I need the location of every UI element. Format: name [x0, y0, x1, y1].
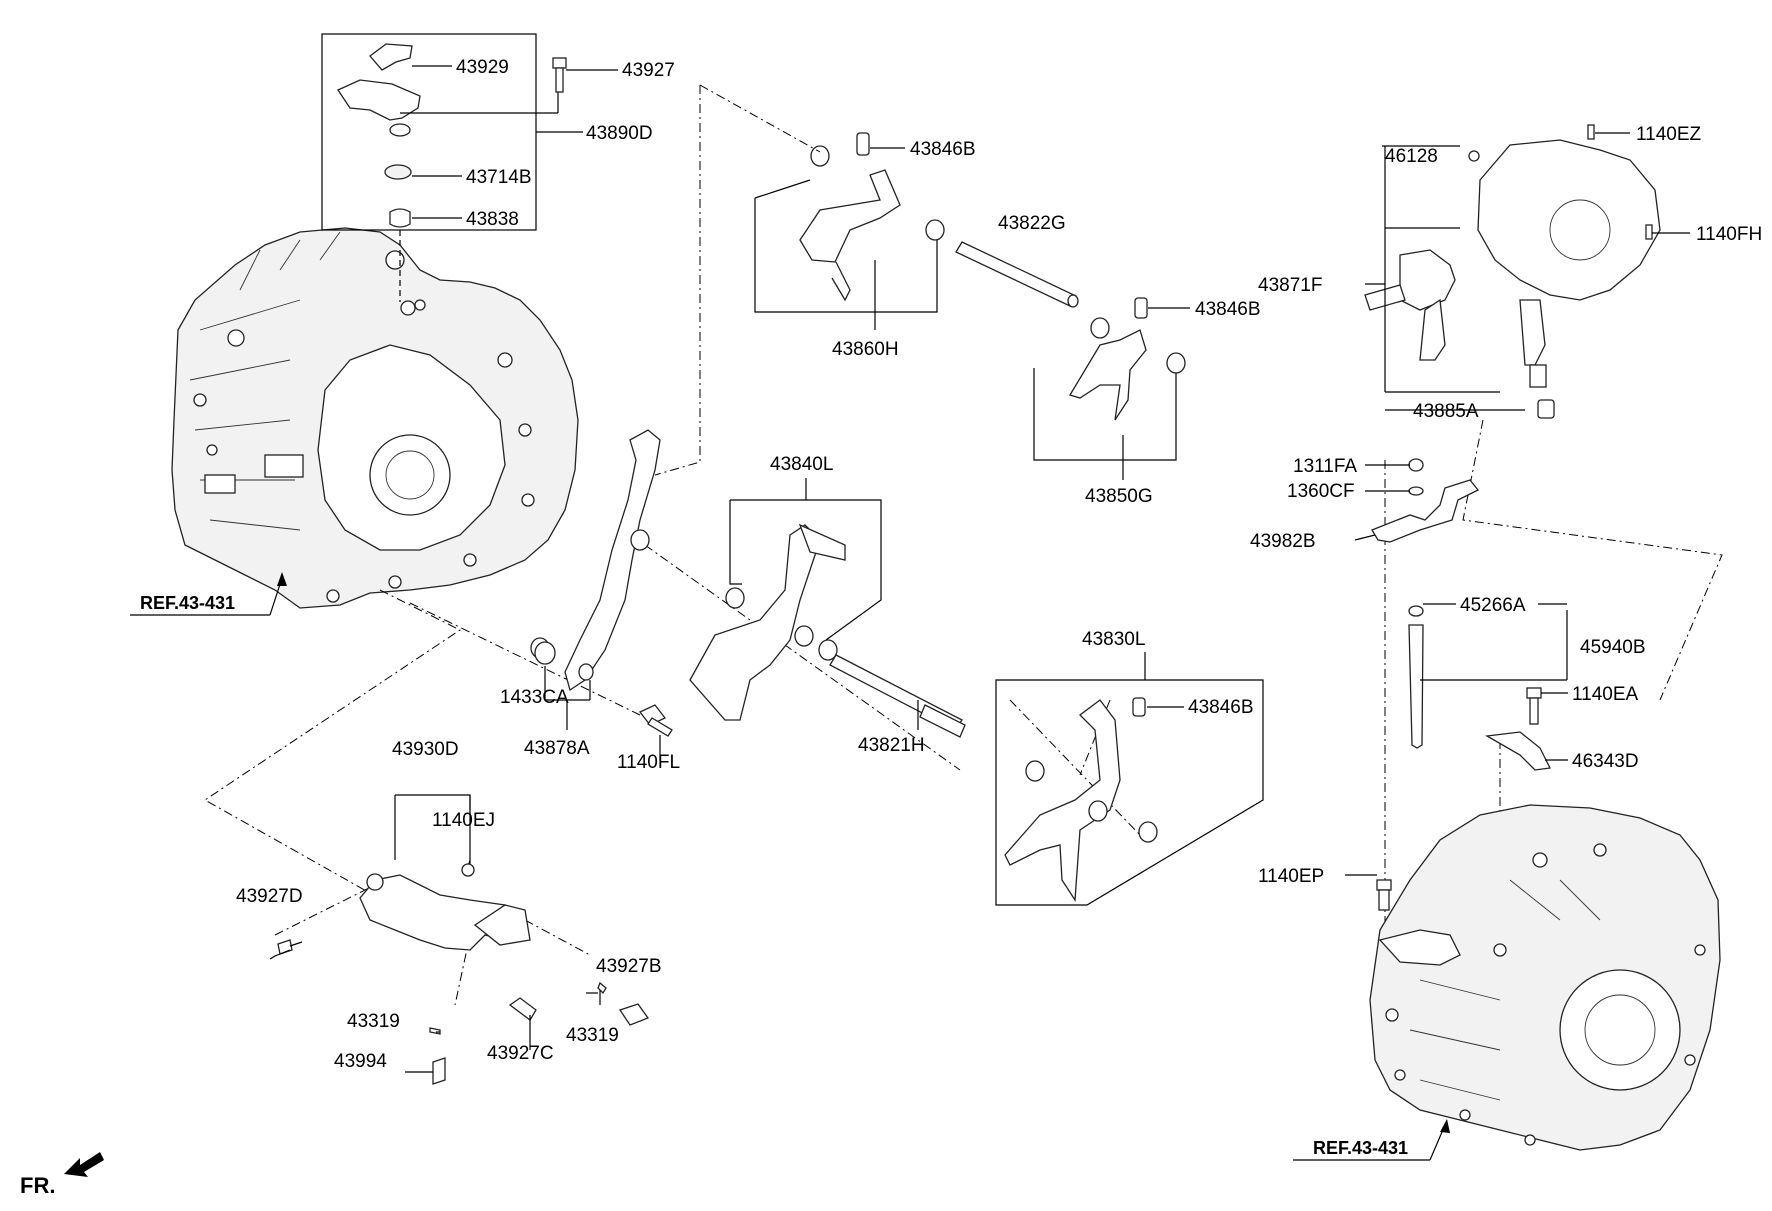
label-1140EJ: 1140EJ: [432, 810, 495, 831]
spacer-group: [534, 641, 673, 760]
label-43929: 43929: [456, 57, 509, 78]
shift-fork-43860H: [754, 132, 945, 313]
ref-label-left: REF.43-431: [140, 593, 235, 613]
label-43840L: 43840L: [770, 454, 833, 475]
label-45940B: 45940B: [1580, 637, 1646, 658]
label-43846B-mid: 43846B: [1195, 299, 1261, 320]
label-43319-left: 43319: [347, 1011, 400, 1032]
label-1140EZ: 1140EZ: [1636, 124, 1702, 145]
label-1140FH: 1140FH: [1696, 224, 1762, 245]
left-transaxle-case: [171, 227, 579, 609]
label-43850G: 43850G: [1085, 486, 1153, 507]
shift-gate-plate: [530, 429, 661, 692]
shift-fork-43850G: [1033, 297, 1186, 461]
label-46343D: 46343D: [1572, 751, 1639, 772]
control-rod-45940B: [1408, 610, 1568, 749]
ref-arrow-right: [1293, 1119, 1450, 1161]
label-1360CF: 1360CF: [1287, 481, 1355, 502]
ref-label-right: REF.43-431: [1313, 1138, 1408, 1158]
label-43830L: 43830L: [1082, 629, 1145, 650]
label-43982B: 43982B: [1250, 531, 1316, 552]
label-1140EP: 1140EP: [1258, 866, 1324, 887]
label-43822G: 43822G: [998, 213, 1066, 234]
label-43994: 43994: [334, 1051, 387, 1072]
label-43871F: 43871F: [1258, 275, 1322, 296]
label-43927D: 43927D: [236, 886, 303, 907]
labels: 43929 43927 43890D 43714B 43838 43846B 4…: [20, 57, 1762, 1198]
label-43890D: 43890D: [586, 123, 653, 144]
label-43860H: 43860H: [832, 339, 899, 360]
label-1433CA: 1433CA: [500, 687, 569, 708]
label-46128: 46128: [1385, 146, 1438, 167]
label-43821H: 43821H: [858, 735, 925, 756]
shift-actuator-43871F: [1364, 124, 1661, 419]
label-43714B: 43714B: [466, 167, 532, 188]
front-direction-label: FR.: [20, 1173, 55, 1198]
label-43930D: 43930D: [392, 739, 459, 760]
ref-arrow-left: [130, 572, 287, 616]
label-43838: 43838: [466, 209, 519, 230]
shift-lever-43982B: [1371, 458, 1480, 617]
bolts-bottom-left: [429, 981, 650, 1085]
label-43927B: 43927B: [596, 956, 662, 977]
label-1140FL: 1140FL: [617, 752, 680, 773]
label-43846B-low: 43846B: [1188, 697, 1254, 718]
label-43878A: 43878A: [524, 738, 590, 759]
leader-lines: [269, 65, 1690, 1073]
shift-shaft-43822G: [955, 241, 1079, 308]
right-transaxle-case: [1369, 804, 1721, 1151]
bracket-46343D: [1484, 687, 1551, 771]
label-45266A: 45266A: [1460, 595, 1526, 616]
label-1311FA: 1311FA: [1293, 456, 1357, 477]
label-43927: 43927: [622, 60, 675, 81]
shift-fork-43830L: [995, 679, 1264, 906]
bracket-assembly-43890D: [321, 33, 559, 302]
bolt-43927: [552, 57, 567, 93]
label-43885A: 43885A: [1413, 401, 1479, 422]
label-1140EA: 1140EA: [1572, 684, 1639, 705]
label-43927C: 43927C: [487, 1043, 554, 1064]
label-43846B-top: 43846B: [910, 139, 976, 160]
arrow-icon: [64, 1152, 104, 1177]
label-43319-right: 43319: [566, 1025, 619, 1046]
shift-shaft-43821H: [829, 654, 966, 738]
shift-fork-43840L: [689, 499, 882, 721]
select-lever-assembly-43930D: [277, 794, 531, 955]
